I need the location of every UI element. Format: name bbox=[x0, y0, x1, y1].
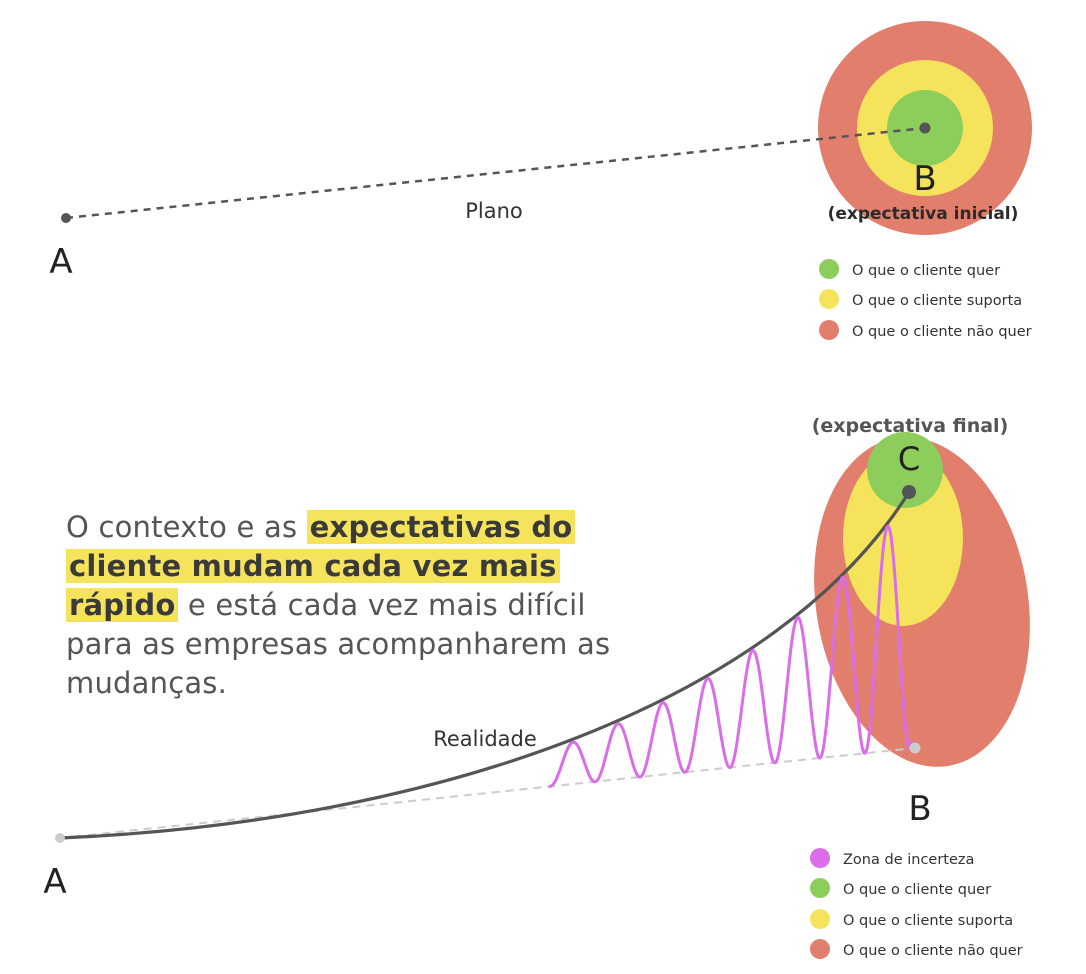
reality-actual-path bbox=[59, 491, 911, 840]
reality-point-c-dot bbox=[902, 485, 916, 499]
reality-target-caption: (expectativa final) bbox=[812, 415, 1009, 437]
paragraph-tail: e está cada vez mais difícil para as emp… bbox=[66, 588, 611, 700]
reality-legend-label-uncertainty: Zona de incerteza bbox=[843, 852, 974, 868]
reality-point-a-label: A bbox=[43, 862, 66, 902]
plan-point-a-label: A bbox=[49, 242, 72, 282]
plan-legend-swatch-not-wanted bbox=[819, 320, 839, 340]
plan-legend-label-wanted: O que o cliente quer bbox=[852, 263, 1000, 279]
reality-legend-swatch-not-wanted bbox=[810, 939, 830, 959]
plan-point-b-label: B bbox=[913, 159, 936, 199]
plan-target-caption: (expectativa inicial) bbox=[828, 204, 1019, 224]
context-paragraph: O contexto e as expectativas do cliente m… bbox=[66, 508, 626, 703]
paragraph-highlight-1: expectativas do bbox=[306, 510, 576, 544]
reality-point-c-label: C bbox=[898, 440, 920, 478]
plan-legend-label-tolerated: O que o cliente suporta bbox=[852, 293, 1022, 309]
plan-point-b-dot bbox=[919, 122, 931, 134]
paragraph-highlight-2: cliente mudam cada vez mais bbox=[66, 549, 560, 583]
paragraph-lead: O contexto e as bbox=[66, 510, 307, 544]
plan-legend-label-not-wanted: O que o cliente não quer bbox=[852, 324, 1032, 340]
reality-legend-label-not-wanted: O que o cliente não quer bbox=[843, 943, 1023, 959]
reality-planned-dashed-path bbox=[59, 747, 916, 839]
reality-path-label: Realidade bbox=[433, 727, 537, 751]
plan-legend-swatch-tolerated bbox=[819, 289, 839, 309]
plan-path-label: Plano bbox=[465, 199, 523, 223]
reality-legend-label-wanted: O que o cliente quer bbox=[843, 882, 991, 898]
reality-point-b-label: B bbox=[908, 789, 931, 829]
reality-point-a-dot bbox=[55, 833, 65, 843]
plan-dashed-path bbox=[65, 126, 926, 220]
reality-zone-wanted bbox=[867, 432, 943, 508]
reality-legend: Zona de incerteza O que o cliente quer O… bbox=[810, 848, 1023, 959]
plan-point-a-dot bbox=[61, 213, 71, 223]
reality-legend-swatch-uncertainty bbox=[810, 848, 830, 868]
plan-diagram: B (expectativa inicial) Plano A O que o … bbox=[49, 21, 1032, 340]
plan-legend-swatch-wanted bbox=[819, 259, 839, 279]
reality-point-b-dot bbox=[909, 742, 921, 754]
plan-legend: O que o cliente quer O que o cliente sup… bbox=[819, 259, 1032, 340]
reality-legend-swatch-wanted bbox=[810, 878, 830, 898]
uncertainty-zone-oscillation bbox=[548, 524, 914, 788]
reality-legend-swatch-tolerated bbox=[810, 909, 830, 929]
reality-legend-label-tolerated: O que o cliente suporta bbox=[843, 913, 1013, 929]
reality-diagram: (expectativa final) C Realidade B A Zona… bbox=[43, 415, 1030, 959]
paragraph-highlight-3: rápido bbox=[66, 588, 179, 622]
